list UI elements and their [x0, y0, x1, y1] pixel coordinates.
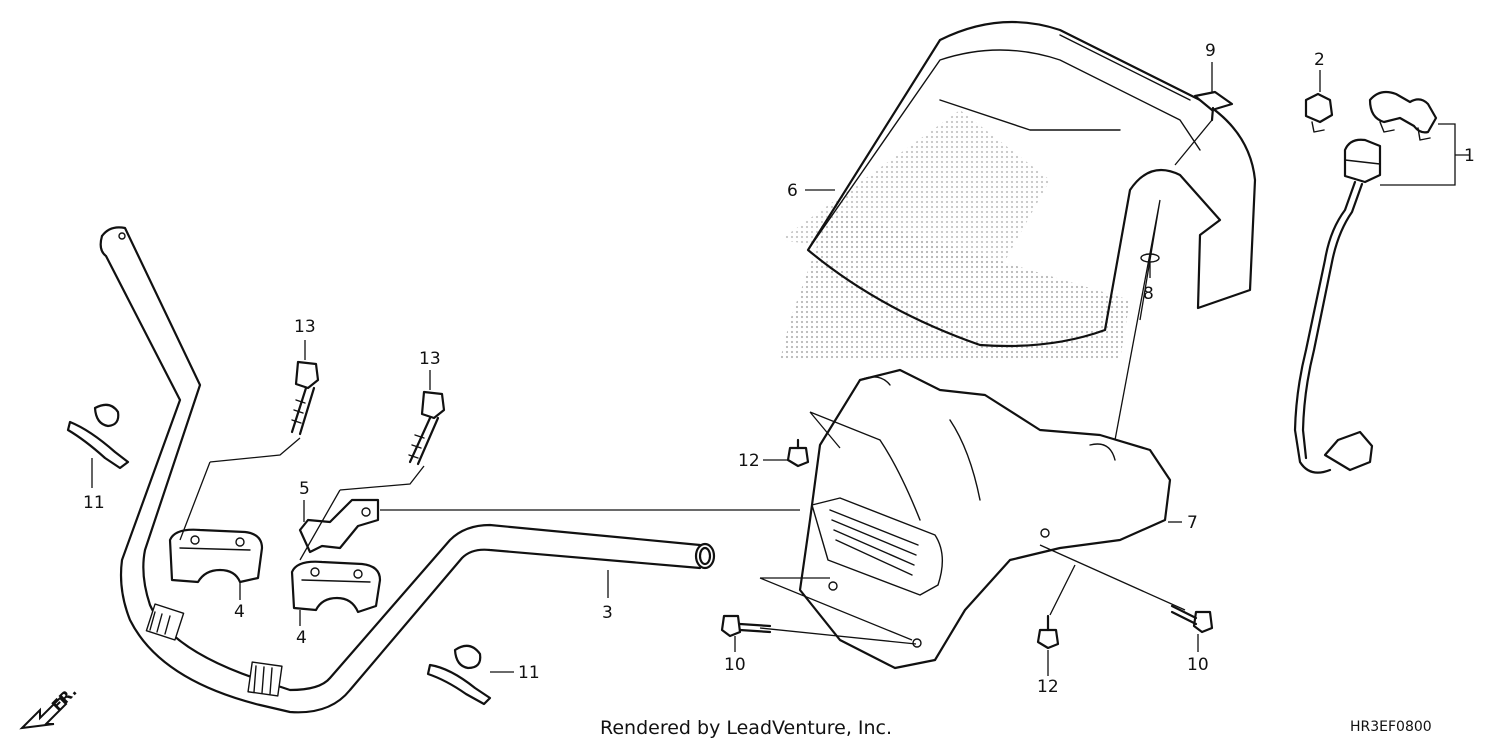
- watermark: [780, 110, 1130, 360]
- front-direction-arrow: FR.: [19, 682, 80, 730]
- callout-12-right: 12: [1037, 677, 1059, 697]
- screw-12-left: [786, 438, 810, 468]
- callout-6: 6: [787, 181, 798, 201]
- screw-12-right: [1036, 614, 1060, 650]
- callout-1: 1: [1464, 146, 1475, 166]
- callout-4-right: 4: [296, 628, 307, 648]
- callout-4-left: 4: [234, 602, 245, 622]
- callout-12-left: 12: [738, 451, 760, 471]
- clip: [1193, 90, 1234, 122]
- diagram-code: HR3EF0800: [1350, 719, 1432, 735]
- cable-band-right: [426, 644, 492, 706]
- handlebar-holder-right: [290, 560, 382, 614]
- callout-13-left: 13: [294, 317, 316, 337]
- callout-9: 9: [1205, 41, 1216, 61]
- callout-2: 2: [1314, 50, 1325, 70]
- handlebar: [99, 226, 716, 714]
- callout-8: 8: [1143, 284, 1154, 304]
- render-credit: Rendered by LeadVenture, Inc.: [600, 717, 892, 739]
- ignition-switch: [1293, 90, 1438, 474]
- bolt-left: [290, 360, 320, 436]
- cable-band-left: [66, 403, 130, 470]
- screw-10-right: [1170, 604, 1214, 634]
- callout-10-left: 10: [724, 655, 746, 675]
- callout-5: 5: [299, 479, 310, 499]
- callout-7: 7: [1187, 513, 1198, 533]
- bolt-right: [408, 390, 446, 466]
- callout-10-right: 10: [1187, 655, 1209, 675]
- bracket: [298, 498, 380, 554]
- handlebar-holder-left: [168, 528, 264, 584]
- screw-10-left: [720, 614, 772, 638]
- callout-13-right: 13: [419, 349, 441, 369]
- leader-lines: [91, 62, 1470, 676]
- callout-11-right: 11: [518, 663, 540, 683]
- callout-3: 3: [602, 603, 613, 623]
- handlebar-cover-upper: [806, 20, 1257, 348]
- callout-11-left: 11: [83, 493, 105, 513]
- callouts: 1 2 3 4 4 5 6 7 8 9 10 10 11 11 12 12 13…: [83, 41, 1475, 697]
- key: [1304, 92, 1334, 133]
- handlebar-cover-lower: [798, 368, 1172, 670]
